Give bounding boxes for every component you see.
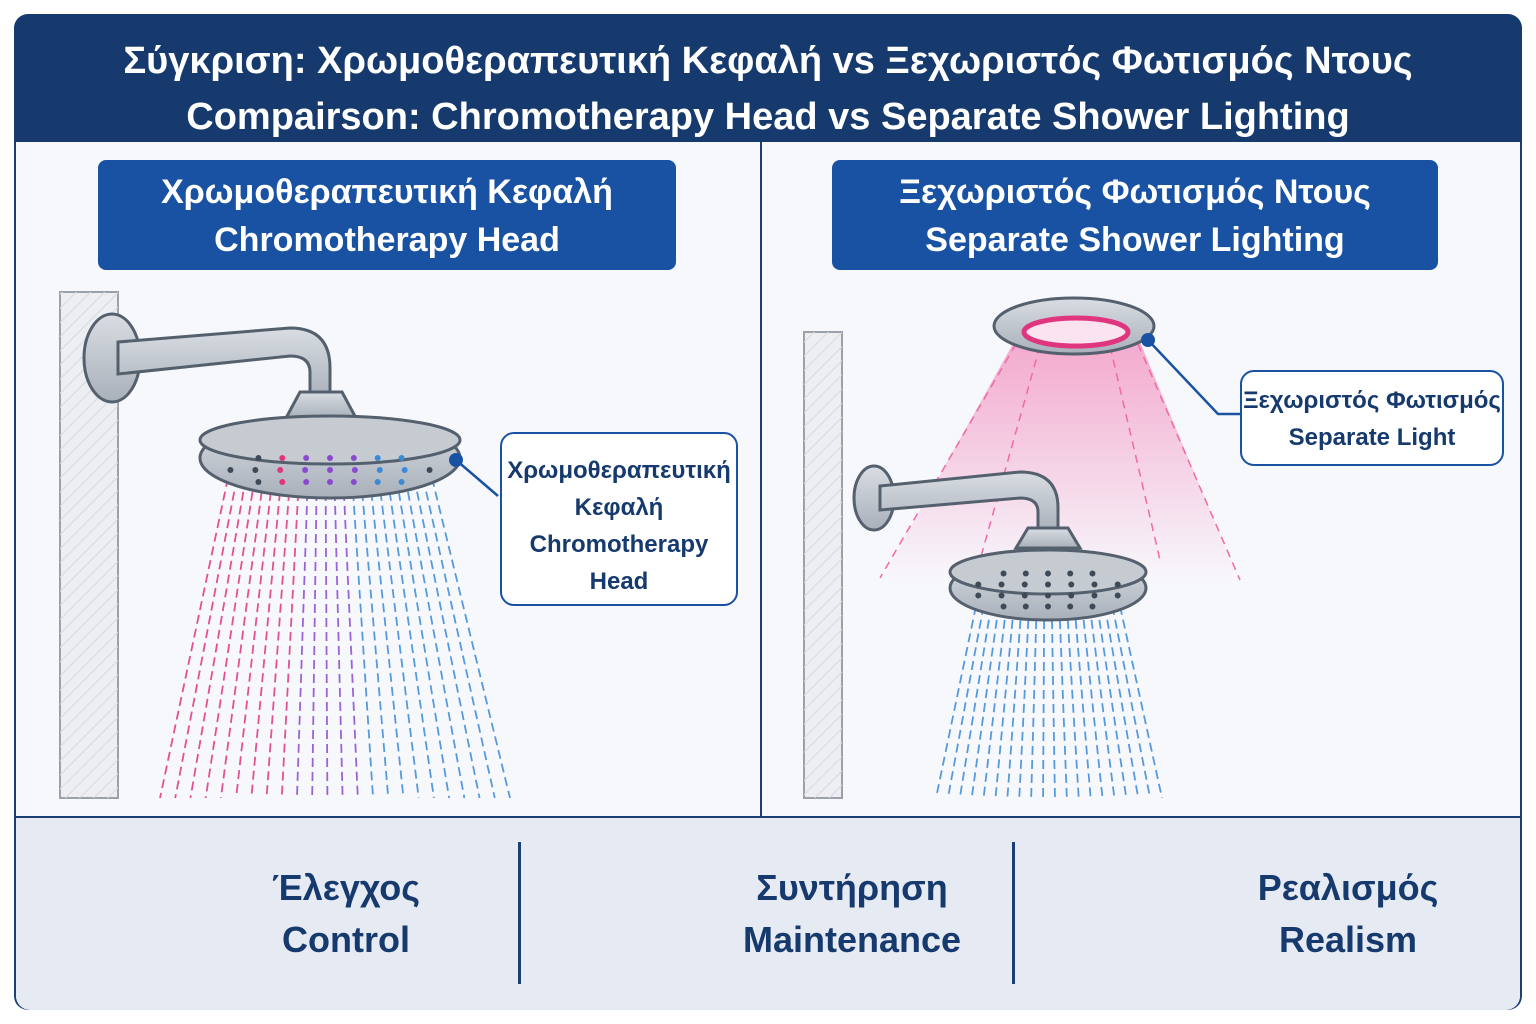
feature-label-english: Control xyxy=(282,919,410,960)
right-heading-english: Separate Shower Lighting xyxy=(925,221,1345,259)
feature-label-greek: Συντήρηση xyxy=(756,867,948,908)
chromotherapy-callout: Χρωμοθεραπευτική Κεφαλή Chromotherapy He… xyxy=(500,432,738,606)
feature-maintenance-label: Συντήρηση Maintenance xyxy=(722,862,982,966)
left-heading-greek: Χρωμοθεραπευτική Κεφαλή xyxy=(161,173,613,211)
feature-label-english: Realism xyxy=(1278,919,1418,960)
left-panel-heading: Χρωμοθεραπευτική Κεφαλή Chromotherapy He… xyxy=(98,160,676,270)
separate-ceiling-light xyxy=(879,296,1241,582)
callout-line: Separate Light xyxy=(1288,424,1456,451)
right-wall xyxy=(803,331,843,799)
standard-water-streams xyxy=(935,605,1163,799)
panel-divider xyxy=(760,142,762,816)
callout-line: Ξεχωριστός Φωτισμός xyxy=(1243,387,1501,414)
callout-line: Κεφαλή xyxy=(574,494,664,521)
right-panel-heading: Ξεχωριστός Φωτισμός Ντους Separate Showe… xyxy=(832,160,1438,270)
callout-line: Chromotherapy xyxy=(529,531,709,558)
feature-realism-label: Ρεαλισμός Realism xyxy=(1218,862,1478,966)
standard-shower-arm xyxy=(852,464,1083,550)
title-english: Compairson: Chromotherapy Head vs Separa… xyxy=(186,96,1350,138)
feature-label-greek: Ρεαλισμός xyxy=(1257,867,1439,908)
feature-label-greek: Έλεγχος xyxy=(272,867,420,908)
chromotherapy-water-streams xyxy=(159,477,511,799)
feature-label-english: Maintenance xyxy=(742,919,962,960)
title-greek: Σύγκριση: Χρωμοθεραπευτική Κεφαλή vs Ξεχ… xyxy=(123,40,1413,82)
chromotherapy-shower-head xyxy=(198,414,463,500)
chromotherapy-shower-arm xyxy=(82,312,359,420)
standard-shower-head xyxy=(948,548,1148,622)
separate-light-callout: Ξεχωριστός Φωτισμός Separate Light xyxy=(1240,370,1504,466)
chromotherapy-callout-leader xyxy=(455,459,499,497)
feature-bar xyxy=(16,816,1520,1010)
right-heading-greek: Ξεχωριστός Φωτισμός Ντους xyxy=(899,173,1371,211)
callout-line: Χρωμοθεραπευτική xyxy=(507,457,731,484)
callout-line: Head xyxy=(589,568,649,595)
left-heading-english: Chromotherapy Head xyxy=(214,221,560,259)
feature-separator xyxy=(1012,842,1015,984)
feature-control-label: Έλεγχος Control xyxy=(216,862,476,966)
page-title: Σύγκριση: Χρωμοθεραπευτική Κεφαλή vs Ξεχ… xyxy=(14,14,1522,142)
separate-light-callout-leader xyxy=(1147,339,1240,416)
feature-separator xyxy=(518,842,521,984)
